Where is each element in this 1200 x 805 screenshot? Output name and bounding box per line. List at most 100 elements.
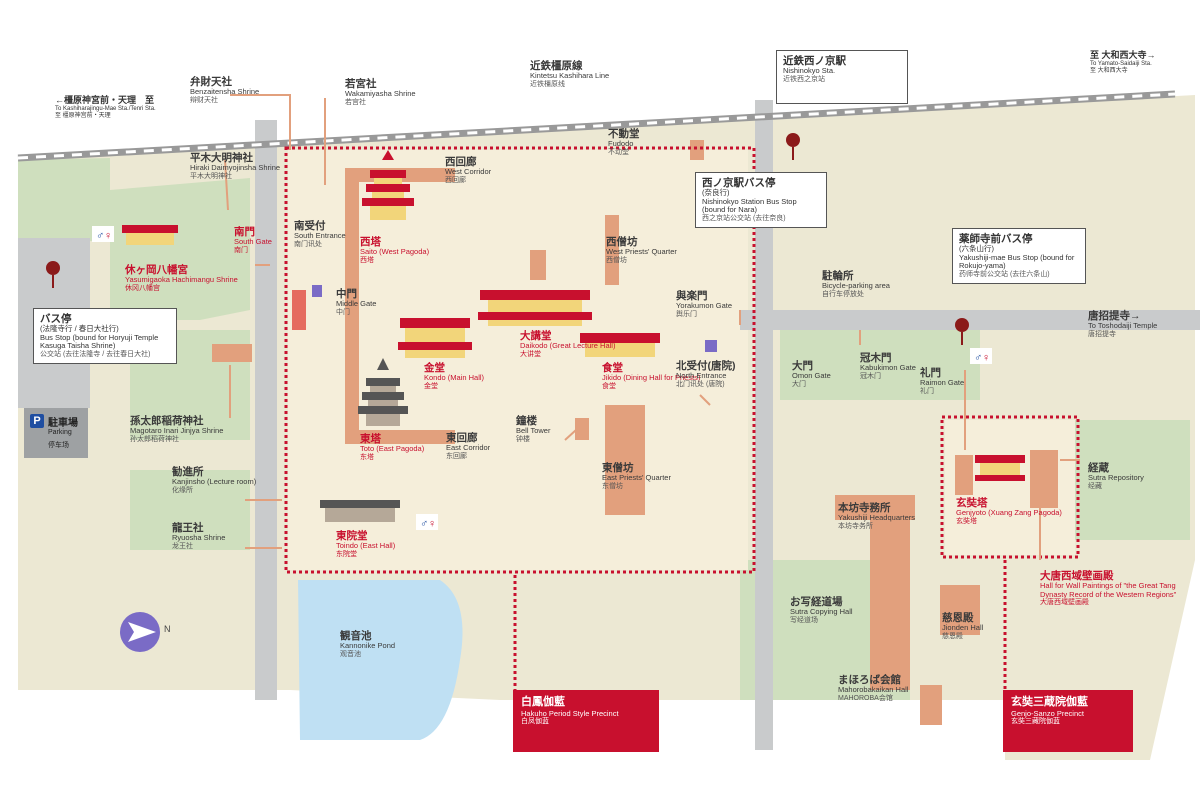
west-priests-quarter	[605, 215, 619, 285]
hakuho-precinct-badge[interactable]: 白鳳伽藍 Hakuho Period Style Precinct 白凤伽蓝	[513, 690, 659, 752]
genjyoto-pagoda-icon	[975, 455, 1025, 481]
south-gate-building	[292, 290, 306, 330]
parking-en: Parking	[48, 429, 72, 436]
nishinokyo-bus-sub: (奈良行)	[702, 188, 730, 198]
direction-kashihara: ←橿原神宮前・天理 至 To Kashiharajingu-Mae Sta./T…	[55, 95, 156, 120]
nishinokyo-bus-cn: 西之京站公交站 (去往奈良)	[702, 214, 786, 222]
svg-text:♂: ♂	[420, 518, 428, 530]
nishinokyo-station-jp: 近鉄西ノ京駅	[783, 55, 846, 67]
parking-area[interactable]: P 駐車場 Parking 停车场	[24, 408, 88, 458]
bell-tower-building	[575, 418, 589, 440]
yasumigaoka-shrine-icon	[122, 225, 178, 245]
svg-text:♀: ♀	[104, 230, 112, 242]
hakuho-boundary	[284, 146, 756, 574]
bus-stop-box[interactable]: バス停 (法隆寺行 / 春日大社行) Bus Stop (bound for H…	[33, 308, 177, 364]
green-area	[110, 178, 250, 320]
bus-stop-sub: (法隆寺行 / 春日大社行)	[40, 324, 119, 334]
genjo-cn: 玄奘三藏院伽蓝	[1011, 718, 1060, 726]
bus-stop-pin-icon	[955, 318, 969, 345]
yakushijimae-bus-sub: (六条山行)	[959, 244, 994, 254]
toto-pagoda-icon	[358, 358, 408, 426]
sutra-repository-building	[955, 455, 973, 495]
east-corridor	[345, 430, 455, 444]
parking-icon: P	[30, 414, 44, 428]
genjo-precinct-badge[interactable]: 玄奘三蔵院伽藍 Genjo-Sanzo Precinct 玄奘三藏院伽蓝	[1003, 690, 1133, 752]
saito-pagoda-icon	[362, 150, 414, 220]
parking-cn: 停车场	[48, 442, 69, 449]
bus-stop-pin-icon	[46, 261, 60, 288]
bus-stop-pin-icon	[786, 133, 800, 160]
road-east	[755, 100, 773, 750]
direction-kashihara-en: To Kashiharajingu-Mae Sta./Tenri Sta.	[55, 105, 156, 112]
genjo-jp: 玄奘三蔵院伽藍	[1011, 696, 1088, 708]
direction-yamato-cn: 至 大和西大寺	[1090, 67, 1128, 74]
jikido-building-icon	[580, 333, 660, 357]
compass-north-label: N	[164, 624, 171, 634]
direction-kashihara-jp: ←橿原神宮前・天理 至	[55, 95, 155, 105]
restroom-icon: ♂♀	[416, 514, 438, 530]
yakushijimae-bus-cn: 药师寺前公交站 (去往六条山)	[959, 270, 1050, 278]
kondo-building-icon	[398, 318, 472, 358]
wall-painting-hall	[1030, 450, 1058, 508]
nishinokyo-bus-box[interactable]: 西ノ京駅バス停 (奈良行) Nishinokyo Station Bus Sto…	[695, 172, 827, 228]
direction-yamato-jp: 至 大和西大寺→	[1090, 50, 1156, 60]
toindo-building-icon	[320, 500, 400, 522]
mahoroba-building	[920, 685, 942, 725]
yakushijimae-bus-jp: 薬師寺前バス停	[959, 233, 1033, 245]
east-priests-quarter	[605, 405, 645, 515]
direction-yamato-en: To Yamato-Saidaiji Sta.	[1090, 60, 1152, 67]
restroom-icon: ♂♀	[92, 226, 114, 242]
hakuho-jp: 白鳳伽藍	[521, 696, 565, 708]
svg-text:♀: ♀	[428, 518, 436, 530]
nishinokyo-station-box[interactable]: 近鉄西ノ京駅 Nishinokyo Sta. 近铁西之京站	[776, 50, 908, 104]
road-toshodaiji	[740, 310, 1200, 330]
jionden-building	[940, 585, 980, 635]
daikodo-building-icon	[478, 290, 592, 326]
svg-text:♀: ♀	[982, 352, 990, 364]
yakushijimae-bus-en: Yakushiji-mae Bus Stop (bound for Rokujo…	[959, 252, 1075, 271]
bus-stop-jp: バス停	[40, 313, 72, 325]
yakushijimae-bus-box[interactable]: 薬師寺前バス停 (六条山行) Yakushiji-mae Bus Stop (b…	[952, 228, 1086, 284]
bus-stop-cn: 公交站 (去往法隆寺 / 去往春日大社)	[40, 350, 151, 358]
kannonike-pond	[298, 580, 463, 740]
